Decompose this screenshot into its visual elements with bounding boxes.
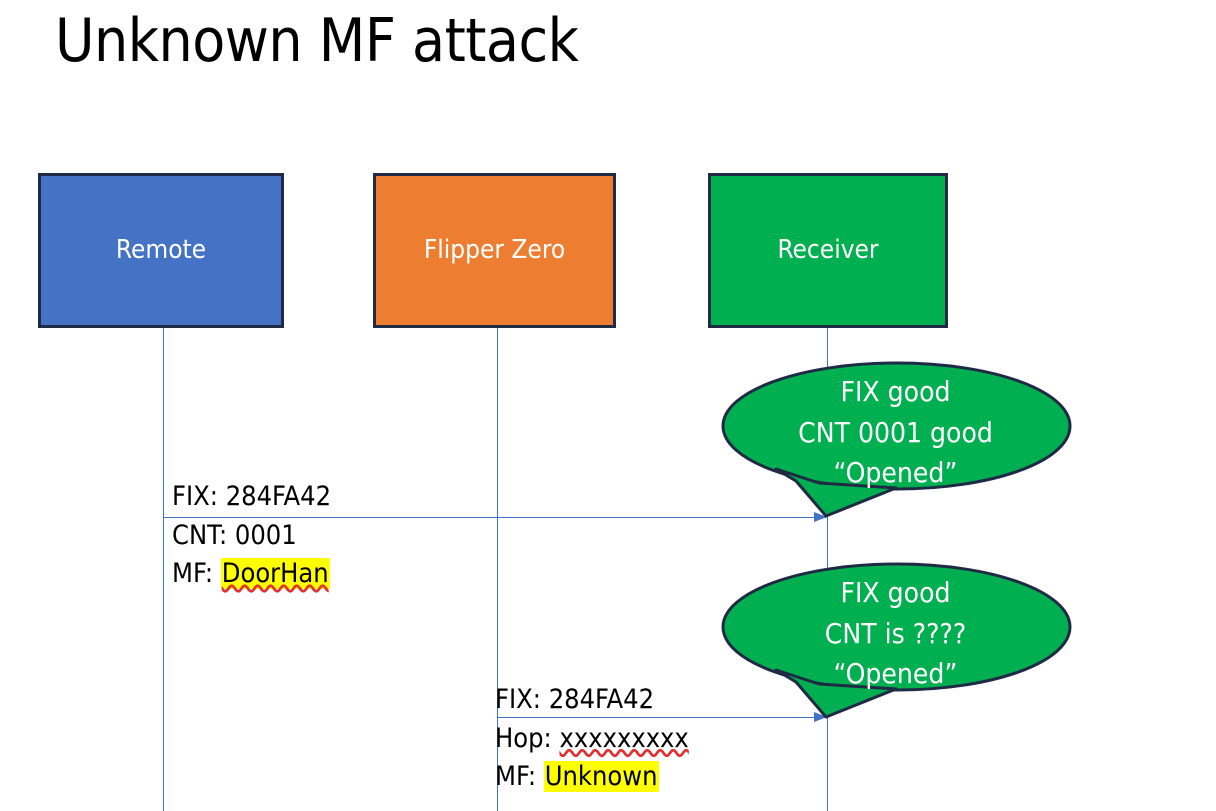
message2-line-fix-value: 284FA42 xyxy=(548,684,655,715)
message-line-fix-label: FIX: xyxy=(172,481,218,512)
message2-line-fix: FIX: 284FA42 xyxy=(495,681,689,720)
callout-bubble-1-shape xyxy=(721,361,1072,518)
message2-line-hop-label: Hop: xyxy=(495,722,552,754)
callout-bubble-2-shape xyxy=(721,562,1072,719)
message-line-mf: MF: DoorHan xyxy=(172,555,331,594)
message-line-fix-value: 284FA42 xyxy=(225,481,332,512)
message-line-cnt-value: 0001 xyxy=(234,519,297,551)
page-title: Unknown MF attack xyxy=(55,6,579,76)
message2-line-hop-value: xxxxxxxxx xyxy=(559,722,689,754)
message2-line-fix-label: FIX: xyxy=(495,684,541,715)
message-line-mf-label: MF: xyxy=(172,558,214,590)
message-line-cnt: CNT: 0001 xyxy=(172,517,331,556)
message-line-fix: FIX: 284FA42 xyxy=(172,478,331,517)
message-line-cnt-label: CNT: xyxy=(172,519,228,551)
message2-line-mf: MF: Unknown xyxy=(495,758,689,797)
actor-box-flipper-zero[interactable]: Flipper Zero xyxy=(373,173,616,328)
actor-label-receiver: Receiver xyxy=(777,234,879,265)
message-arrow-remote-to-receiver xyxy=(163,512,827,522)
callout-bubble-2[interactable]: FIX good CNT is ???? “Opened” xyxy=(721,562,1072,720)
message2-line-mf-value-highlighted: Unknown xyxy=(543,761,659,793)
callout-bubble-1[interactable]: FIX good CNT 0001 good “Opened” xyxy=(721,361,1072,519)
message2-line-hop: Hop: xxxxxxxxx xyxy=(495,720,689,759)
message-label-remote-to-receiver: FIX: 284FA42 CNT: 0001 MF: DoorHan xyxy=(172,478,331,594)
message-line-mf-value-highlighted: DoorHan xyxy=(220,558,330,590)
message2-line-mf-label: MF: xyxy=(495,761,537,793)
lifeline-remote xyxy=(163,328,164,811)
actor-label-flipper-zero: Flipper Zero xyxy=(423,234,566,265)
lifeline-flipper-zero xyxy=(497,328,498,811)
actor-label-remote: Remote xyxy=(115,234,207,265)
message-label-flipper-to-receiver: FIX: 284FA42 Hop: xxxxxxxxx MF: Unknown xyxy=(495,681,689,797)
message-arrow-flipper-to-receiver xyxy=(497,712,827,722)
actor-box-receiver[interactable]: Receiver xyxy=(708,173,948,328)
actor-box-remote[interactable]: Remote xyxy=(38,173,284,328)
